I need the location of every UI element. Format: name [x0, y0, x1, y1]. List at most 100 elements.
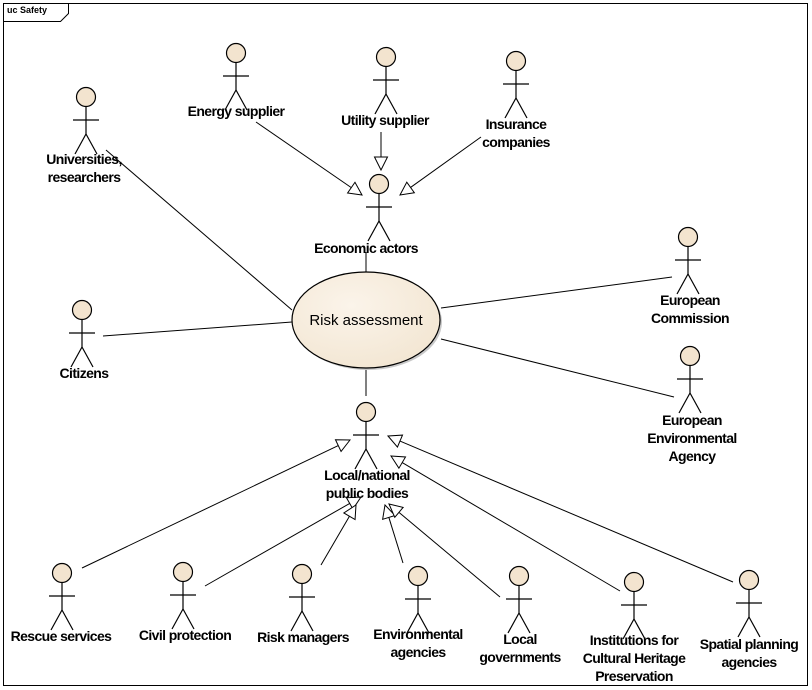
- actor-icon: [503, 50, 529, 119]
- actor-label: Commission: [651, 310, 729, 326]
- generalization-riskmgr-public: [320, 504, 357, 566]
- use-case-risk[interactable]: Risk assessment: [291, 271, 442, 370]
- actor-icon: [170, 561, 196, 630]
- generalization-energy-economic: [255, 121, 363, 196]
- actor-icon: [223, 42, 249, 111]
- actor-riskmgr[interactable]: Risk managers: [257, 563, 350, 646]
- association-layer: [102, 149, 675, 398]
- generalization-arrowhead: [345, 496, 362, 511]
- actor-label: Environmental: [373, 626, 462, 642]
- actor-icon: [405, 565, 431, 634]
- generalization-civil-public: [204, 496, 362, 587]
- use-case-label: Risk assessment: [309, 312, 423, 329]
- generalization-arrowhead: [346, 181, 363, 196]
- actor-label: researchers: [48, 169, 122, 185]
- generalization-arrowhead: [382, 503, 396, 521]
- actor-icon: [49, 562, 75, 631]
- frame-title: uc Safety: [7, 5, 48, 15]
- generalization-utility-economic: [373, 132, 389, 172]
- actor-localgov[interactable]: Local governments: [479, 565, 562, 666]
- actor-icon: [69, 299, 95, 368]
- actor-label: Insurance: [486, 116, 548, 132]
- actor-head: [679, 345, 701, 367]
- actor-label: Citizens: [60, 365, 110, 381]
- actor-icon: [621, 571, 647, 640]
- actor-label: Preservation: [595, 668, 673, 684]
- actor-label: companies: [482, 134, 551, 150]
- actor-label: Civil protection: [139, 627, 231, 643]
- actor-utility[interactable]: Utility supplier: [341, 46, 431, 129]
- actor-envagencies[interactable]: Environmental agencies: [373, 565, 463, 661]
- actor-label: Energy supplier: [188, 103, 286, 119]
- generalization-localgov-public: [388, 503, 501, 598]
- generalization-heritage-public: [390, 455, 621, 592]
- actor-head: [225, 42, 247, 64]
- actor-head: [508, 565, 530, 587]
- association-eea-risk: [440, 338, 675, 398]
- generalization-envagencies-public: [382, 503, 404, 564]
- actor-label: Local: [503, 631, 537, 647]
- actor-rescue[interactable]: Rescue services: [11, 562, 113, 645]
- use-case-ellipse: [291, 271, 441, 369]
- generalization-rescue-public: [81, 439, 352, 569]
- actor-label: Spatial planning: [700, 636, 799, 652]
- association-universities-risk: [105, 149, 293, 311]
- use-case-layer: Risk assessment: [291, 271, 442, 370]
- actor-label: governments: [479, 649, 561, 665]
- actor-icon: [366, 173, 392, 242]
- generalization-arrowhead: [399, 181, 416, 196]
- actor-head: [368, 173, 390, 195]
- actor-citizens[interactable]: Citizens: [60, 299, 110, 382]
- association-citizens-risk: [102, 321, 293, 337]
- actor-head: [738, 569, 760, 591]
- diagram-frame: [3, 3, 808, 686]
- generalization-arrowhead: [373, 156, 389, 172]
- actor-economic[interactable]: Economic actors: [314, 173, 419, 257]
- actor-head: [407, 565, 429, 587]
- actor-insurance[interactable]: Insurance companies: [482, 50, 551, 151]
- actor-label: Risk managers: [257, 629, 350, 645]
- actor-civil[interactable]: Civil protection: [139, 561, 232, 644]
- actor-head: [51, 562, 73, 584]
- actor-icon: [73, 86, 99, 155]
- actor-head: [505, 50, 527, 72]
- actor-energy[interactable]: Energy supplier: [188, 42, 286, 120]
- actor-spatial[interactable]: Spatial planning agencies: [700, 569, 799, 671]
- actor-head: [291, 563, 313, 585]
- actor-head: [172, 561, 194, 583]
- actor-icon: [373, 46, 399, 115]
- generalization-arrowhead: [342, 504, 357, 521]
- actor-label: Environmental: [647, 430, 736, 446]
- actor-icon: [289, 563, 315, 632]
- actor-universities[interactable]: Universities, researchers: [46, 86, 122, 186]
- association-commission-risk: [440, 276, 673, 309]
- actor-label: Economic actors: [314, 240, 419, 256]
- actor-icon: [677, 345, 703, 414]
- generalization-spatial-public: [386, 434, 734, 583]
- actor-icon: [353, 401, 379, 470]
- actor-head: [623, 571, 645, 593]
- actor-label: Agency: [669, 448, 717, 464]
- actor-label: Cultural Heritage: [583, 650, 686, 666]
- actor-label: agencies: [390, 644, 446, 660]
- actor-label: Universities,: [46, 151, 121, 167]
- actor-head: [71, 299, 93, 321]
- frame-tab: [3, 3, 69, 22]
- actor-label: Utility supplier: [341, 112, 430, 128]
- actor-label: Institutions for: [590, 632, 680, 648]
- actor-label: Rescue services: [11, 628, 113, 644]
- actor-label: Local/national: [324, 467, 410, 483]
- actor-head: [355, 401, 377, 423]
- actor-label: agencies: [721, 654, 777, 670]
- actor-icon: [506, 565, 532, 634]
- actor-head: [375, 46, 397, 68]
- generalization-arrowhead: [390, 455, 407, 470]
- actor-icon: [675, 226, 701, 295]
- generalization-insurance-economic: [399, 136, 482, 196]
